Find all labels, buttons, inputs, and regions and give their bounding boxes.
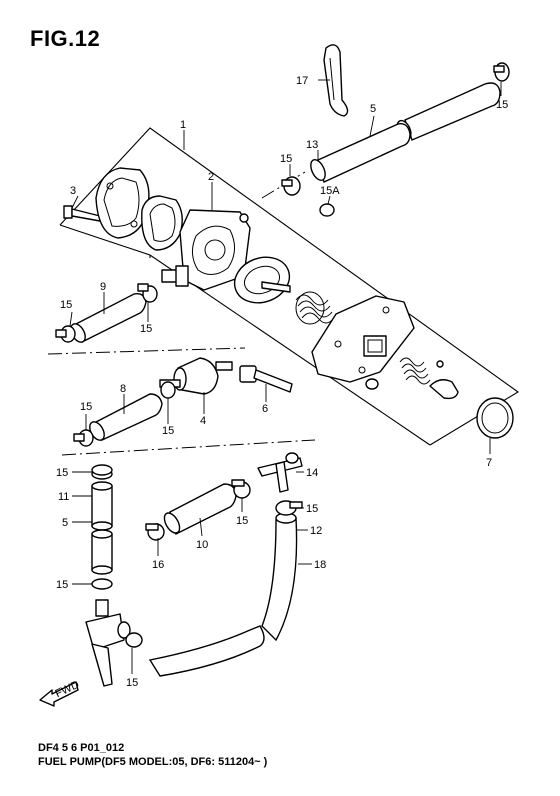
fuel-hose-5-lower xyxy=(91,529,113,590)
callout-11: 11 xyxy=(58,491,69,503)
callout-3: 3 xyxy=(70,185,76,197)
hose-clamp-15-left xyxy=(91,464,113,476)
gasket xyxy=(141,195,183,251)
diagram-caption: FUEL PUMP(DF5 MODEL:05, DF6: 511204~ ) xyxy=(38,756,268,768)
clip-15A xyxy=(319,203,335,217)
callout-15-left-top: 15 xyxy=(56,467,68,479)
fuel-hose-8 xyxy=(73,381,176,447)
diagram-code: DF4 5 6 P01_012 xyxy=(38,742,125,754)
diaphragm-spring xyxy=(295,291,335,325)
pump-body-2 xyxy=(161,209,251,291)
figure-title: FIG.12 xyxy=(30,26,101,51)
pump-housing xyxy=(311,295,415,390)
callout-6: 6 xyxy=(262,403,268,415)
callout-7: 7 xyxy=(486,457,492,469)
o-ring-7 xyxy=(476,397,514,439)
fwd-arrow-icon: FWD xyxy=(39,679,81,707)
callout-9: 9 xyxy=(100,281,106,293)
leader-lines xyxy=(69,79,502,674)
callout-12: 12 xyxy=(310,525,322,537)
callout-labels: 17 5 15 1 13 15 15A 2 3 9 15 15 8 15 15 … xyxy=(56,75,508,689)
callout-5-upper: 5 xyxy=(370,103,376,115)
callout-1: 1 xyxy=(180,119,186,131)
callout-15-mid: 15 xyxy=(280,153,292,165)
fuel-hose-11 xyxy=(91,468,113,531)
fuel-hose-9 xyxy=(55,283,158,343)
callout-17: 17 xyxy=(296,75,308,87)
callout-15-9-right: 15 xyxy=(140,323,152,335)
fuel-hose-clip-17 xyxy=(323,44,349,117)
pump-cover-plate xyxy=(95,167,150,239)
callout-2: 2 xyxy=(208,171,214,183)
callout-15-bottom: 15 xyxy=(126,677,138,689)
callout-15-10: 15 xyxy=(236,515,248,527)
fwd-label: FWD xyxy=(53,679,81,700)
fuel-cock xyxy=(85,599,143,687)
callout-5-lower: 5 xyxy=(62,517,68,529)
bolt-6 xyxy=(239,365,293,393)
hose-clamp-15-mid xyxy=(281,176,301,196)
callout-15-9-left: 15 xyxy=(60,299,72,311)
fuel-hose-18 xyxy=(148,512,298,677)
fuel-hose-5-upper xyxy=(310,82,501,183)
fuel-hose-10 xyxy=(145,479,251,541)
callout-18: 18 xyxy=(314,559,326,571)
callout-15-8-left: 15 xyxy=(80,401,92,413)
check-valve xyxy=(429,360,459,400)
callout-4: 4 xyxy=(200,415,206,427)
callout-15-12: 15 xyxy=(306,503,318,515)
callout-16: 16 xyxy=(152,559,164,571)
hose-clamp-15-top xyxy=(493,62,510,82)
callout-14: 14 xyxy=(306,467,318,479)
callout-10: 10 xyxy=(196,539,208,551)
callout-15-left-bottom: 15 xyxy=(56,579,68,591)
callout-8: 8 xyxy=(120,383,126,395)
callout-15A: 15A xyxy=(320,185,340,197)
callout-15-8-right: 15 xyxy=(162,425,174,437)
screw-3 xyxy=(63,205,101,222)
diaphragm xyxy=(233,256,291,304)
callout-13: 13 xyxy=(306,139,318,151)
valve-spring xyxy=(399,357,431,385)
t-joint-14 xyxy=(257,452,303,493)
callout-15-top-right: 15 xyxy=(496,99,508,111)
